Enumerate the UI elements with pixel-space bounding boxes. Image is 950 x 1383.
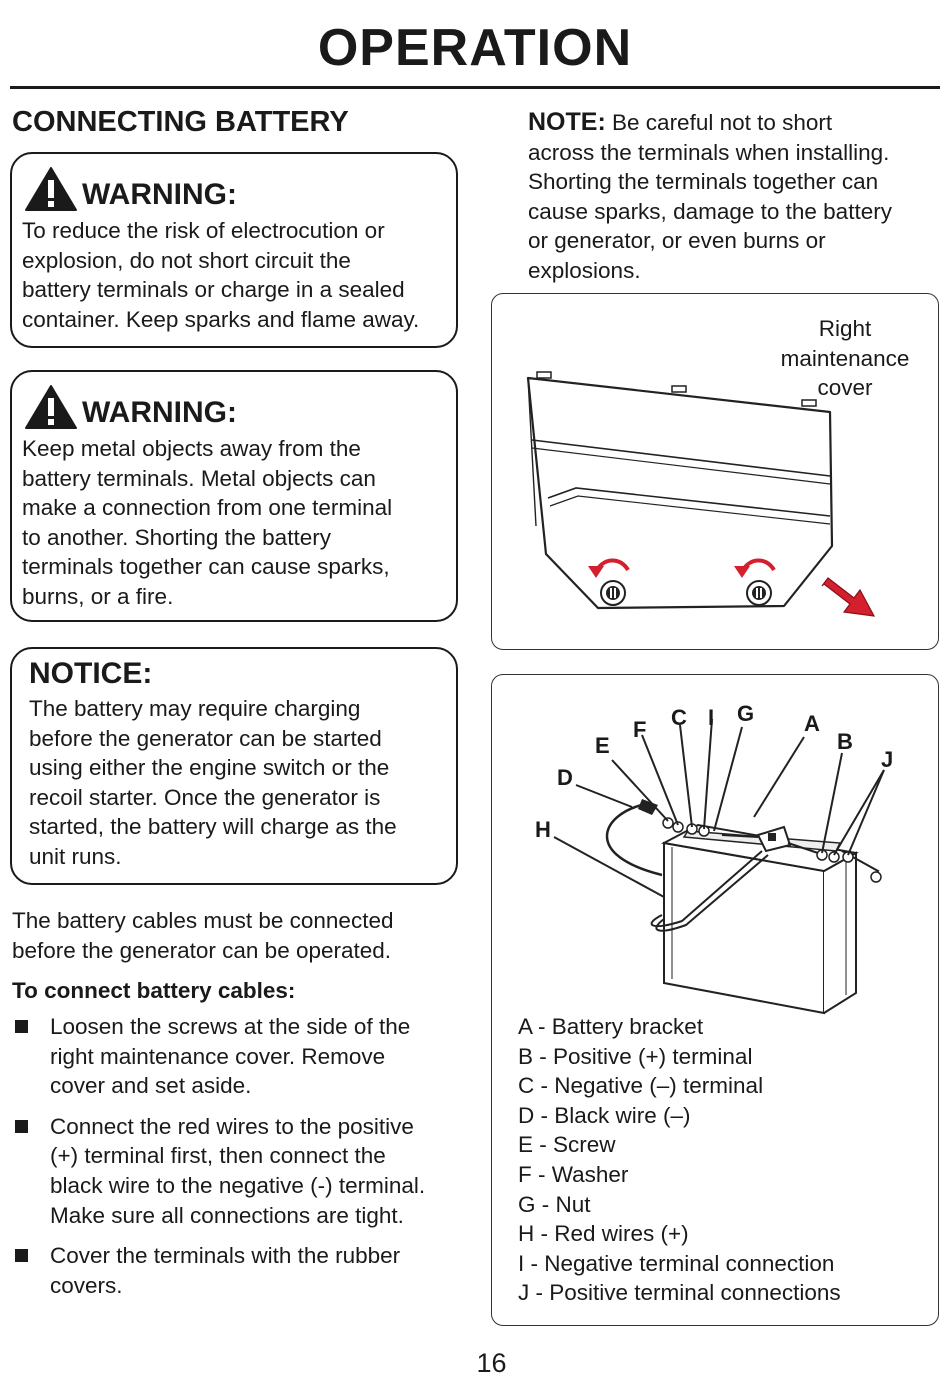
maintenance-cover-illustration (526, 371, 876, 617)
label-C: C (671, 705, 687, 730)
label-A: A (804, 711, 820, 736)
intro-line: before the generator can be operated. (12, 937, 392, 963)
list-item: Cover the terminals with the rubber cove… (12, 1241, 472, 1300)
legend-item: E - Screw (518, 1132, 616, 1158)
bullet-square-icon (15, 1020, 28, 1033)
label-F: F (633, 717, 647, 742)
caption-line: maintenance (780, 345, 910, 371)
warning-text-line: to another. Shorting the battery (22, 524, 331, 550)
label-I: I (708, 705, 715, 730)
label-G: G (737, 701, 755, 726)
note-line: Shorting the terminals together can (528, 169, 879, 195)
legend-item: C - Negative (–) terminal (518, 1073, 764, 1099)
legend-item: A - Battery bracket (518, 1014, 704, 1039)
title-rule (10, 86, 940, 89)
note-line: across the terminals when installing. (528, 139, 890, 165)
red-arrow-icon (821, 577, 876, 617)
list-item: Loosen the screws at the side of the rig… (12, 1012, 472, 1101)
legend-item: I - Negative terminal connection (518, 1250, 835, 1276)
battery-legend: A - Battery bracket B - Positive (+) ter… (518, 1012, 841, 1308)
list-item-line: black wire to the negative (-) terminal. (50, 1172, 426, 1198)
maintenance-cover-figure: Right maintenance cover (491, 293, 939, 650)
legend-item: G - Nut (518, 1191, 591, 1217)
list-item-line: covers. (50, 1272, 123, 1298)
legend-item: J - Positive terminal connections (518, 1280, 841, 1306)
caption-line: cover (817, 375, 873, 401)
bullet-square-icon (15, 1249, 28, 1263)
warning-box-1: WARNING: To reduce the risk of electrocu… (10, 152, 458, 348)
figure-caption: Right maintenance cover (770, 314, 920, 403)
note-line: Be careful not to short (605, 110, 833, 135)
screw-icon (600, 580, 626, 606)
notice-text-line: before the generator can be started (29, 725, 382, 751)
warning-text-line: explosion, do not short circuit the (22, 247, 351, 273)
steps-list: Loosen the screws at the side of the rig… (12, 1012, 472, 1300)
list-item-line: Cover the terminals with the rubber (50, 1243, 401, 1269)
label-D: D (557, 765, 573, 790)
warning-text-line: battery terminals or charge in a sealed (22, 277, 405, 303)
steps-heading: To connect battery cables: (12, 978, 296, 1003)
list-item-line: right maintenance cover. Remove (50, 1043, 386, 1069)
intro-paragraph: The battery cables must be connected bef… (12, 906, 393, 965)
legend-item: D - Black wire (–) (518, 1102, 691, 1128)
warning-box-2: WARNING: Keep metal objects away from th… (10, 370, 458, 622)
warning-text-line: terminals together can cause sparks, (22, 554, 390, 580)
warning-triangle-icon (25, 167, 77, 211)
screw-icon (746, 580, 772, 606)
note-line: cause sparks, damage to the battery (528, 198, 892, 224)
notice-text-line: The battery may require charging (29, 696, 361, 721)
label-E: E (595, 733, 610, 758)
label-H: H (535, 817, 551, 842)
note-line: explosions. (528, 257, 641, 283)
note-line: or generator, or even burns or (528, 228, 826, 254)
bullet-square-icon (15, 1119, 28, 1133)
note-label: NOTE: (528, 108, 606, 136)
notice-text-line: recoil starter. Once the generator is (29, 784, 381, 810)
notice-text-line: using either the engine switch or the (29, 755, 390, 781)
note-paragraph: NOTE: Be careful not to short across the… (528, 108, 938, 286)
section-heading: CONNECTING BATTERY (12, 106, 349, 138)
notice-text-line: started, the battery will charge as the (29, 814, 397, 840)
legend-item: H - Red wires (+) (518, 1221, 689, 1247)
page-number: 16 (476, 1348, 507, 1378)
warning-triangle-icon (25, 385, 77, 429)
list-item-line: Connect the red wires to the positive (50, 1113, 414, 1139)
warning-label: WARNING: (82, 396, 237, 429)
battery-illustration (553, 718, 885, 1015)
battery-figure: A B C D E F G H I J (491, 674, 939, 1326)
warning-text-line: battery terminals. Metal objects can (22, 465, 376, 491)
label-J: J (881, 747, 894, 772)
list-item-line: Loosen the screws at the side of the (50, 1014, 411, 1039)
caption-line: Right (818, 316, 872, 341)
warning-text-line: container. Keep sparks and flame away. (22, 306, 420, 332)
notice-text-line: unit runs. (29, 843, 122, 869)
legend-item: F - Washer (518, 1161, 629, 1187)
page-title: OPERATION (317, 19, 633, 77)
warning-label: WARNING: (82, 178, 237, 211)
legend-item: B - Positive (+) terminal (518, 1043, 753, 1069)
notice-label: NOTICE: (29, 657, 153, 690)
list-item-line: (+) terminal first, then connect the (50, 1143, 386, 1169)
label-B: B (837, 729, 853, 754)
warning-text-line: Keep metal objects away from the (22, 436, 361, 461)
warning-text-line: make a connection from one terminal (22, 495, 393, 521)
list-item-line: Make sure all connections are tight. (50, 1202, 404, 1228)
list-item-line: cover and set aside. (50, 1073, 252, 1099)
warning-text-line: burns, or a fire. (22, 583, 174, 609)
notice-box: NOTICE: The battery may require charging… (10, 647, 458, 885)
intro-line: The battery cables must be connected (12, 908, 394, 933)
list-item: Connect the red wires to the positive (+… (12, 1112, 472, 1230)
warning-text-line: To reduce the risk of electrocution or (22, 218, 385, 243)
